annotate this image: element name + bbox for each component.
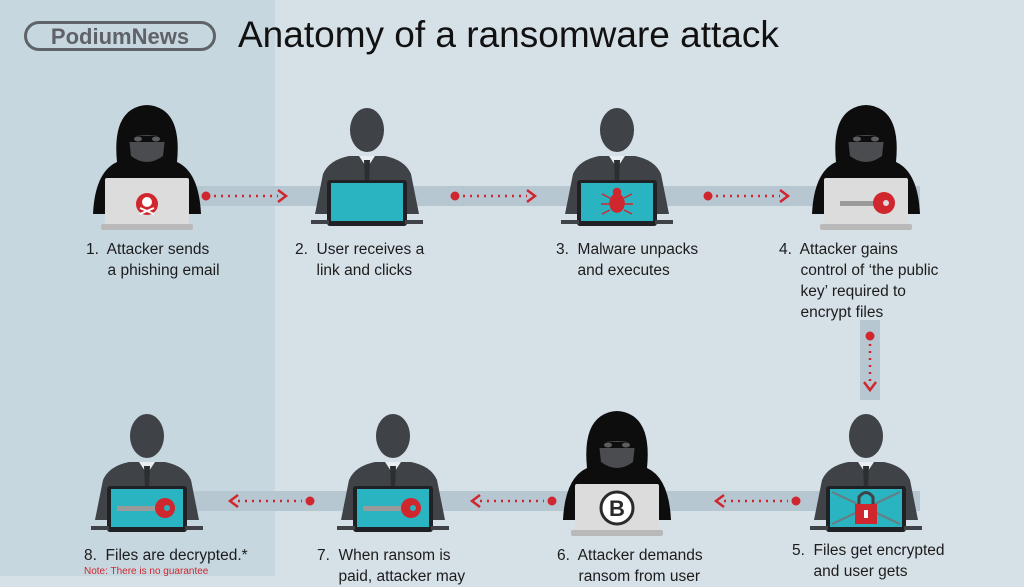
arrow-down-4-5 [863, 331, 877, 393]
bug-icon [601, 187, 633, 215]
key-icon [840, 192, 895, 214]
arrow-right-3-4 [703, 189, 791, 203]
arrow-right-2-3 [450, 189, 538, 203]
step-8-caption: 8. Files are decrypted.* [84, 547, 248, 564]
arrow-right-1-2 [201, 189, 289, 203]
step-2-caption: 2. User receives a link and clicks [295, 241, 425, 279]
lock-icon [831, 491, 901, 525]
bitcoin-icon: B [599, 490, 635, 526]
step-8-figure [87, 408, 207, 538]
key-icon [117, 498, 175, 518]
step-7-figure [333, 408, 453, 538]
arrow-left-7-8 [227, 494, 315, 508]
step-4-caption: 4. Attacker gains control of ‘the public… [779, 241, 939, 321]
arrow-left-6-7 [469, 494, 557, 508]
decryption-note: Note: There is no guarantee [84, 566, 209, 577]
step-5-figure [806, 408, 926, 538]
step-3-figure [557, 102, 677, 232]
flow-band-top [110, 186, 920, 206]
step-3-caption: 3. Malware unpacks and executes [556, 241, 699, 279]
step-4-figure [806, 102, 926, 232]
key-icon [363, 498, 421, 518]
step-7-caption: 7. When ransom is paid, attacker may [317, 547, 466, 585]
svg-text:B: B [609, 496, 625, 521]
step-6-figure: B [557, 408, 677, 538]
step-1-figure [87, 102, 207, 232]
arrow-left-5-6 [713, 494, 801, 508]
podiumnews-logo: PodiumNews [24, 21, 216, 51]
step-2-figure [307, 102, 427, 232]
step-1-caption: 1. Attacker sends a phishing email [86, 241, 220, 279]
step-6-caption: 6. Attacker demands ransom from user [557, 547, 703, 585]
page-title: Anatomy of a ransomware attack [238, 14, 779, 55]
skull-icon [136, 193, 158, 215]
